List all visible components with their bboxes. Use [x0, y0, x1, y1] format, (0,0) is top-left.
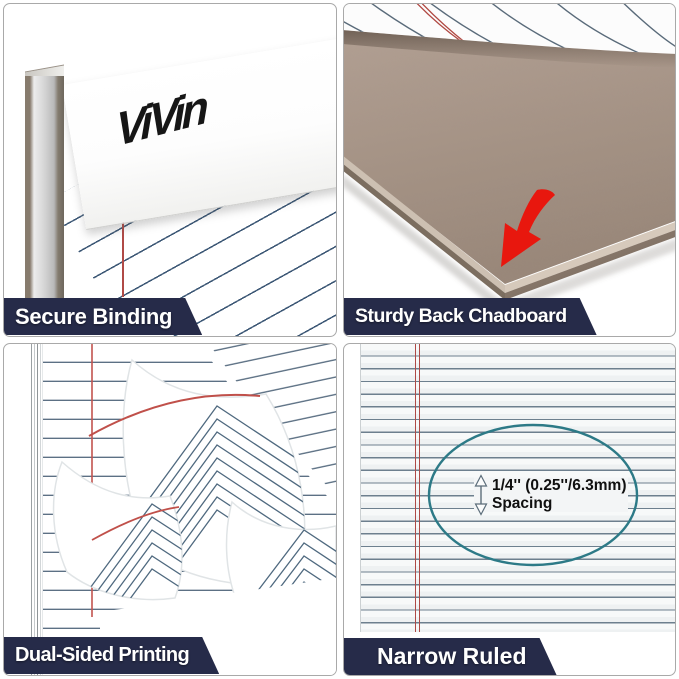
- red-margin-line: [415, 344, 420, 632]
- brand-logo: ViVin: [116, 79, 206, 157]
- spine-edge: [25, 76, 64, 298]
- spacing-annotation-text: 1/4'' (0.25''/6.3mm) Spacing: [492, 477, 675, 513]
- spacing-line2: Spacing: [492, 495, 553, 512]
- red-margin-curve-large: [88, 393, 261, 437]
- fanned-pages-illustration: [31, 344, 336, 675]
- panel-narrow-ruled: 1/4'' (0.25''/6.3mm) Spacing Narrow Rule…: [343, 343, 676, 676]
- panel-sturdy-back: Sturdy Back Chadboard: [343, 3, 676, 337]
- red-margin-curve: [409, 4, 468, 45]
- feature-label-narrow-ruled: Narrow Ruled: [343, 638, 557, 675]
- feature-label-dual-sided: Dual-Sided Printing: [3, 637, 219, 674]
- red-arrow-icon: [501, 189, 555, 267]
- spacing-line1: 1/4'' (0.25''/6.3mm): [492, 477, 627, 494]
- spacing-annotation: [427, 423, 639, 567]
- red-margin-curve-small: [91, 506, 180, 541]
- paper-shadow: [344, 30, 675, 68]
- highlight-ellipse: [427, 423, 639, 567]
- chipboard-illustration: [344, 4, 675, 316]
- flipped-page-small: [52, 460, 183, 601]
- panel-secure-binding: ViVin Secure Binding: [3, 3, 337, 337]
- red-margin-line: [122, 213, 124, 297]
- panel-dual-sided: Dual-Sided Printing: [3, 343, 337, 676]
- chipboard-sheet: [344, 28, 675, 316]
- page-stack-edge: [31, 344, 43, 675]
- feature-label-sturdy-back: Sturdy Back Chadboard: [343, 298, 597, 335]
- spacing-arrow-icon: [474, 474, 488, 516]
- feature-label-secure-binding: Secure Binding: [3, 298, 202, 335]
